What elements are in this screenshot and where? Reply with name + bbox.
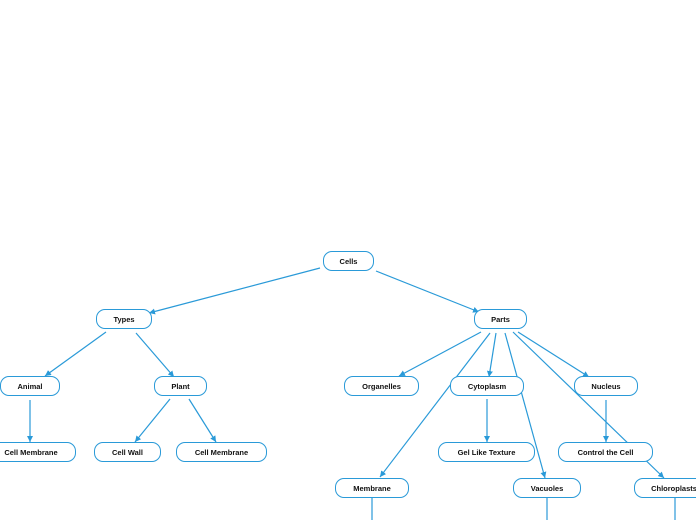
connector-cells-types (148, 267, 321, 315)
node-chloroplasts-label: Chloroplasts (651, 483, 696, 493)
node-parts-label: Parts (491, 314, 510, 324)
node-plant-label: Plant (171, 381, 190, 391)
connector-types-plant (135, 332, 175, 378)
connector-plant-cell-membrane (188, 398, 217, 443)
node-cells[interactable]: Cells (323, 251, 374, 271)
node-cytoplasm[interactable]: Cytoplasm (450, 376, 524, 396)
node-animal-cell-membrane-label: Cell Membrane (4, 447, 58, 457)
node-plant-cell-membrane-label: Cell Membrane (194, 447, 249, 457)
node-control-the-cell[interactable]: Control the Cell (558, 442, 653, 462)
node-cell-wall[interactable]: Cell Wall (94, 442, 161, 462)
node-gel-like-texture[interactable]: Gel Like Texture (438, 442, 535, 462)
node-nucleus[interactable]: Nucleus (574, 376, 638, 396)
node-vacuoles[interactable]: Vacuoles (513, 478, 581, 498)
node-plant-cell-membrane[interactable]: Cell Membrane (176, 442, 267, 462)
node-membrane[interactable]: Membrane (335, 478, 409, 498)
node-cytoplasm-label: Cytoplasm (467, 381, 507, 391)
node-control-the-cell-label: Control the Cell (577, 447, 634, 457)
node-animal-cell-membrane[interactable]: Cell Membrane (0, 442, 76, 462)
connector-parts-vacuoles (504, 332, 547, 479)
node-cell-wall-label: Cell Wall (112, 447, 143, 457)
node-types-label: Types (113, 314, 135, 324)
node-chloroplasts[interactable]: Chloroplasts (634, 478, 696, 498)
node-nucleus-label: Nucleus (591, 381, 621, 391)
connector-parts-membrane (379, 332, 491, 478)
node-animal-label: Animal (17, 381, 43, 391)
node-organelles-label: Organelles (362, 381, 401, 391)
node-membrane-label: Membrane (353, 483, 391, 493)
connector-parts-cytoplasm (486, 332, 497, 378)
node-gel-like-texture-label: Gel Like Texture (457, 447, 516, 457)
node-cells-label: Cells (339, 256, 358, 266)
connector-parts-nucleus (517, 331, 590, 378)
node-vacuoles-label: Vacuoles (530, 483, 564, 493)
connector-parts-organelles (398, 331, 482, 377)
node-plant[interactable]: Plant (154, 376, 207, 396)
node-types[interactable]: Types (96, 309, 152, 329)
connector-plant-cell-wall (134, 398, 171, 443)
node-organelles[interactable]: Organelles (344, 376, 419, 396)
connector-cells-parts (375, 270, 480, 313)
node-parts[interactable]: Parts (474, 309, 527, 329)
node-animal[interactable]: Animal (0, 376, 60, 396)
connector-types-animal (44, 331, 107, 377)
